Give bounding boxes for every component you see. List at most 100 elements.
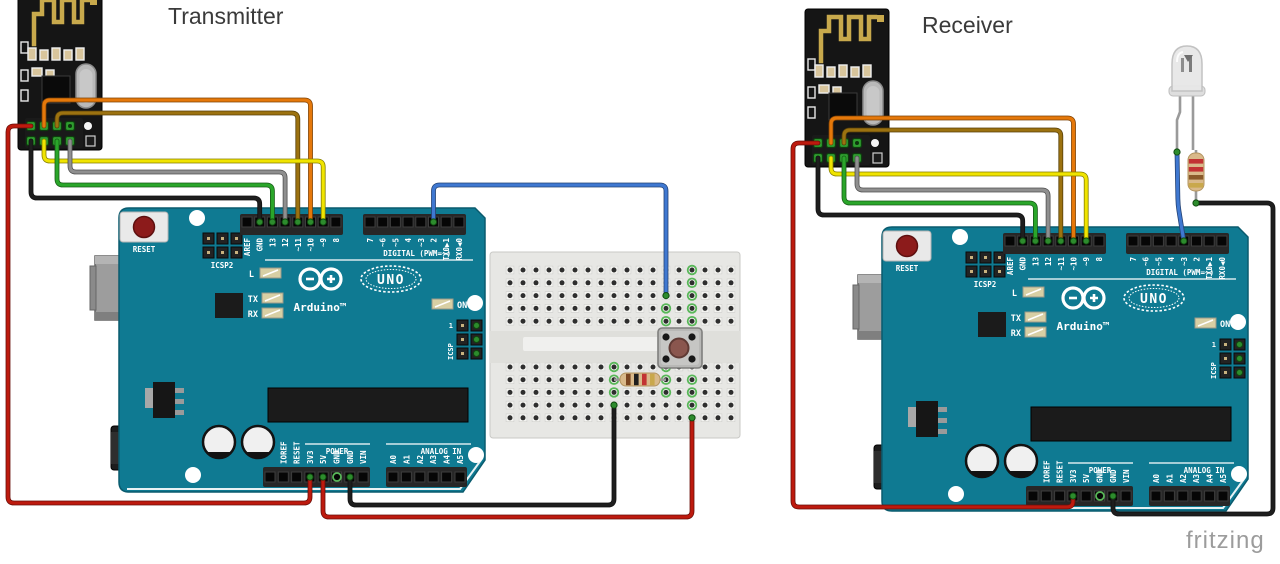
digital-pin-label: 4 [404, 238, 413, 243]
breadboard-hole [715, 402, 721, 408]
icsp2-pin-dot [970, 270, 973, 273]
breadboard-hole [520, 267, 526, 273]
analog-pin [1204, 490, 1216, 502]
icsp-pin-dot [473, 322, 480, 329]
breadboard-hole [507, 377, 513, 383]
connected-hole-ring [686, 399, 698, 411]
breadboard-hole [676, 402, 682, 408]
uno-label: UNO [1140, 292, 1168, 307]
led-rx-label: RX [1011, 329, 1021, 339]
smd-component [862, 64, 872, 78]
arduino-logo [298, 267, 343, 291]
digital-pin [1152, 235, 1164, 247]
center-groove [523, 337, 701, 351]
digital-pin-label: ~6 [379, 238, 388, 248]
breadboard-hole [624, 402, 630, 408]
uno-badge-inner [365, 269, 417, 289]
breadboard-hole [520, 318, 526, 324]
power-pin-label: IOREF [279, 441, 288, 464]
button-pin [662, 333, 670, 341]
breadboard-hole [559, 377, 565, 383]
connected-hole-ring [686, 264, 698, 276]
icsp2-pin-dot [221, 237, 224, 240]
icsp-label: ICSP [1210, 362, 1218, 379]
cap-stripe [246, 452, 270, 459]
analog-pin-label: A5 [456, 455, 465, 464]
mounting-hole [467, 295, 483, 311]
power-pin [1027, 490, 1039, 502]
connected-hole-ring [608, 361, 620, 373]
breadboard-hole [689, 389, 695, 395]
junction-dot [1057, 237, 1065, 245]
junction-dot [1082, 237, 1090, 245]
cap-stripe [207, 452, 231, 459]
antenna-path [31, 0, 91, 47]
analog-pin-label: A2 [416, 455, 425, 464]
breadboard-hole [676, 415, 682, 421]
crystal-inner [866, 86, 880, 120]
digital-pin-label: ~6 [1142, 257, 1151, 267]
breadboard-hole [650, 318, 656, 324]
silk-edge-line [127, 459, 482, 490]
tx-wire-red-5v-breadboard [321, 416, 694, 519]
breadboard-hole [546, 293, 552, 299]
breadboard-hole [650, 280, 656, 286]
receiver-label: Receiver [922, 12, 1013, 38]
breadboard-hole [533, 389, 539, 395]
icsp-pin-dot [473, 336, 480, 343]
breadboard-hole [546, 364, 552, 370]
logo-plus [1090, 294, 1098, 302]
digital-pin [1216, 235, 1228, 247]
breadboard-hole [585, 267, 591, 273]
breadboard-hole [546, 280, 552, 286]
capacitor [1003, 443, 1039, 479]
digital-header-strip-right [363, 214, 466, 235]
icsp-pin-dot [1224, 343, 1227, 346]
digital-pin [1203, 235, 1215, 247]
power-pin [277, 471, 289, 483]
breadboard-hole [533, 402, 539, 408]
led-tx [261, 292, 284, 304]
uno-badge-outer [360, 265, 422, 293]
regulator-body [153, 382, 175, 418]
breadboard-hole [650, 389, 656, 395]
digital-pin-label: 8 [1095, 257, 1104, 262]
analog-pin [1217, 490, 1229, 502]
regulator-leg [175, 410, 184, 415]
breadboard-hole [637, 364, 643, 370]
digital-caption: DIGITAL (PWM=~) [383, 249, 451, 258]
breadboard-hole [715, 415, 721, 421]
breadboard-hole [507, 389, 513, 395]
led-rx-slash [1027, 328, 1044, 336]
power-pin [1054, 490, 1066, 502]
led-anvil [1184, 55, 1193, 62]
voltage-regulator [145, 382, 184, 418]
breadboard-hole [676, 318, 682, 324]
rx-wire-yellow-d9 [829, 156, 1088, 243]
smd-component [75, 47, 85, 61]
icsp-pin-dot [461, 352, 464, 355]
digital-pin-label: 8 [332, 238, 341, 243]
smd-pad [807, 86, 816, 99]
antenna-pad [90, 0, 97, 5]
icsp-pin-dot [473, 350, 480, 357]
breadboard-hole [702, 415, 708, 421]
led-with-resistor [1168, 45, 1206, 203]
button-pin [662, 355, 670, 363]
breadboard-hole [728, 293, 734, 299]
breadboard-hole [676, 267, 682, 273]
breadboard-hole [715, 389, 721, 395]
power-pin-label: VIN [1122, 469, 1131, 483]
digital-pin-label: ~10 [1070, 257, 1079, 271]
rx-wire-brown-d11 [842, 128, 1063, 243]
breadboard-hole [585, 377, 591, 383]
junction-dot [306, 473, 314, 481]
led-tx-label: TX [1011, 314, 1021, 324]
reset-label: RESET [896, 264, 919, 273]
breadboard-hole [585, 318, 591, 324]
analog-pin-label: A4 [443, 454, 452, 464]
breadboard-hole [559, 305, 565, 311]
mounting-hole [185, 467, 201, 483]
breadboard-hole [559, 293, 565, 299]
breadboard-hole [559, 389, 565, 395]
